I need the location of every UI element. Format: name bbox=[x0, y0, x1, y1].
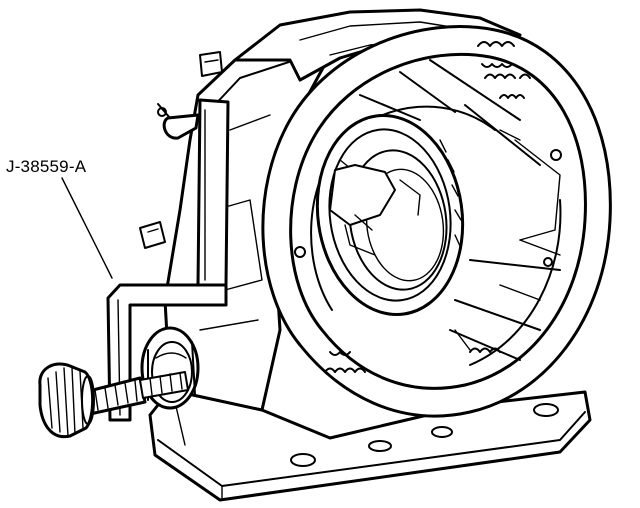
flange-bolt-lugs bbox=[294, 41, 562, 373]
inner-bore bbox=[310, 59, 562, 366]
tool-bracket bbox=[38, 98, 230, 439]
mounting-bolt-top bbox=[199, 51, 223, 77]
mounting-bolt-side bbox=[139, 221, 166, 249]
housing-base bbox=[148, 388, 592, 502]
tool-callout-label: J-38559-A bbox=[6, 157, 87, 176]
clutch-drum bbox=[315, 113, 465, 317]
callout-leader-line bbox=[61, 177, 113, 279]
